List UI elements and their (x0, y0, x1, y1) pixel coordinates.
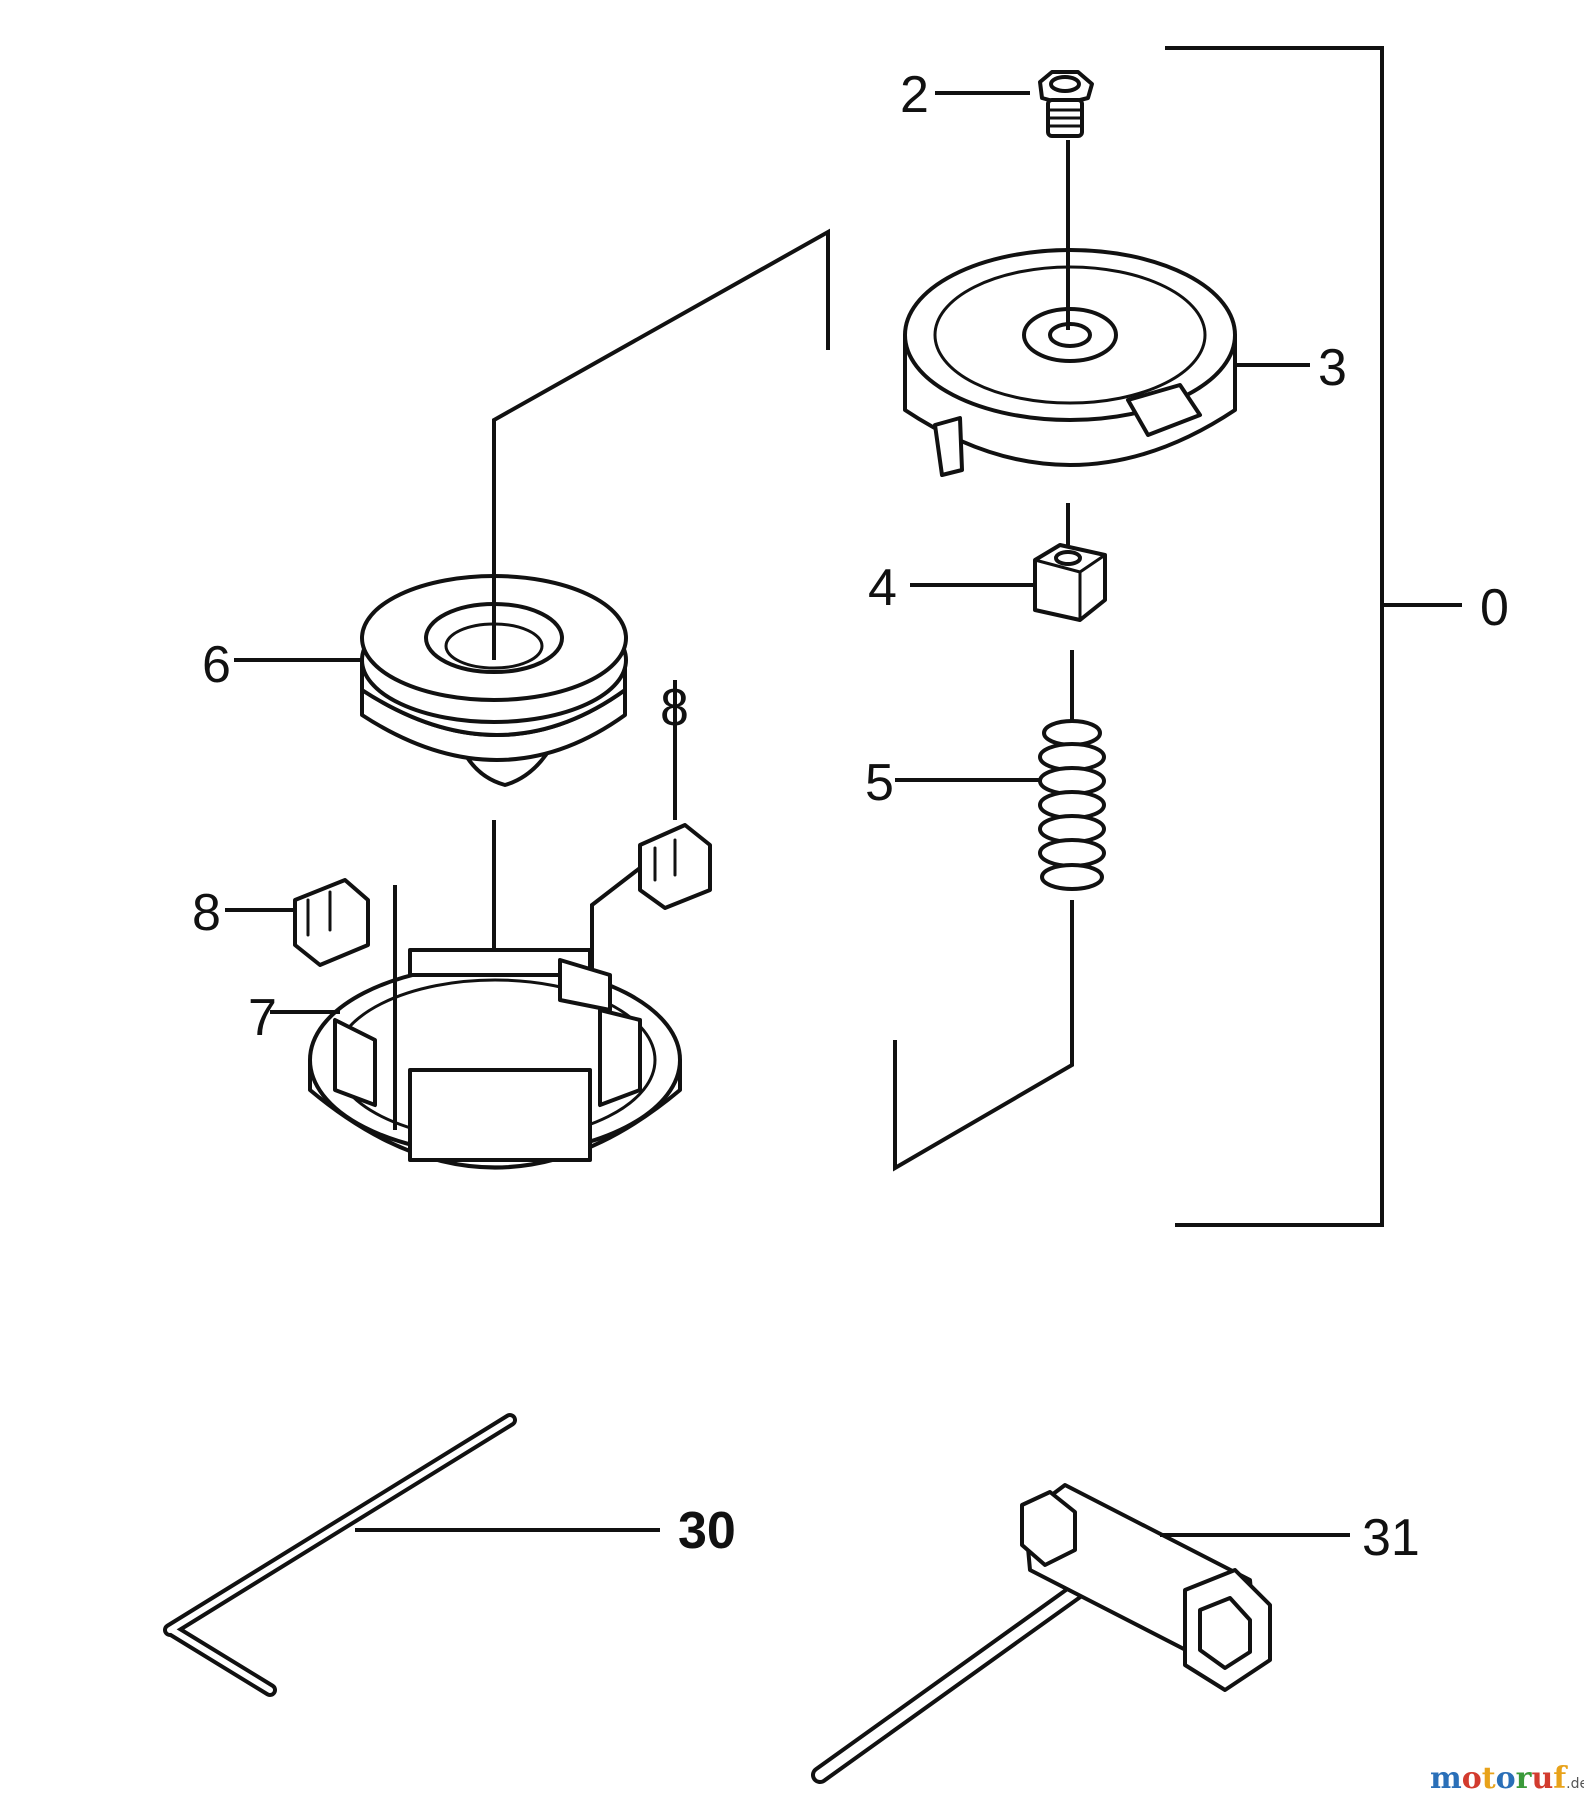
part-30-hex-key (163, 1413, 660, 1697)
callout-8-right: 8 (660, 679, 689, 737)
callout-0: 0 (1480, 579, 1509, 637)
part-5-spring (893, 650, 1106, 1172)
callout-30: 30 (678, 1502, 736, 1560)
part-3-cover (903, 150, 1310, 477)
part-4-block (910, 503, 1107, 622)
callout-31: 31 (1362, 1509, 1420, 1567)
part-7-housing (270, 820, 682, 1170)
callout-8-left: 8 (192, 884, 221, 942)
callout-5: 5 (865, 754, 894, 812)
watermark-logo: motoruf.de (1430, 1761, 1584, 1796)
part-31-wrench (811, 1483, 1350, 1784)
callout-7: 7 (248, 989, 277, 1047)
part-8-clip-left (225, 878, 397, 1130)
callout-2: 2 (900, 66, 929, 124)
part-8-clip-right (590, 680, 712, 970)
callout-6: 6 (202, 636, 231, 694)
callout-3: 3 (1318, 339, 1347, 397)
callout-4: 4 (868, 559, 897, 617)
part-6-spool (234, 228, 830, 787)
svg-text:motoruf.de: motoruf.de (1430, 1761, 1584, 1796)
assembly-bracket (1165, 46, 1462, 1227)
